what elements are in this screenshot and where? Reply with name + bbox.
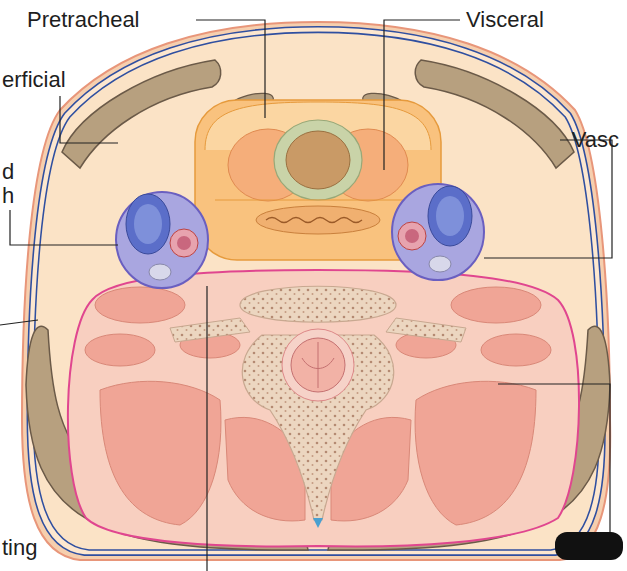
visceral-compartment (286, 131, 350, 189)
prevertebral-compartment (85, 334, 155, 366)
structure-label: Pretracheal (27, 8, 140, 32)
redacted-label (555, 532, 623, 560)
leader-line (10, 210, 118, 245)
prevertebral-compartment (240, 286, 396, 322)
carotid-sheath (149, 264, 171, 280)
prevertebral-compartment (68, 270, 579, 546)
prevertebral-compartment (100, 381, 221, 525)
structure-label: d h (2, 160, 18, 208)
visceral-compartment (274, 120, 362, 200)
investing-fascia (33, 32, 599, 550)
visceral-compartment (195, 100, 441, 260)
prevertebral-compartment (85, 287, 551, 525)
carotid-sheath (405, 229, 419, 243)
carotid-sheath (116, 184, 484, 288)
leader-line (0, 20, 612, 571)
visceral-compartment (195, 100, 441, 260)
prevertebral-compartment (291, 338, 345, 392)
carotid-sheath (170, 229, 198, 257)
carotid-sheath (392, 184, 484, 280)
carotid-sheath (177, 236, 191, 250)
prevertebral-compartment (415, 381, 536, 525)
leader-line (384, 20, 460, 170)
carotid-sheath (428, 186, 472, 246)
leader-line (206, 286, 207, 571)
leader-line (498, 384, 610, 532)
carotid-sheath (134, 204, 162, 244)
leader-line (60, 96, 118, 143)
carotid-sheath (126, 194, 170, 254)
prevertebral-compartment (282, 329, 354, 401)
visceral-compartment (256, 206, 380, 234)
leader-line (196, 20, 265, 118)
leader-line (0, 320, 38, 325)
structure-label: Visceral (466, 8, 544, 32)
prevertebral-compartment (302, 342, 334, 388)
visceral-compartment (266, 218, 362, 223)
prevertebral-compartment (242, 335, 393, 520)
carotid-sheath (429, 256, 451, 272)
leader-line (484, 140, 612, 258)
structure-label: ting (2, 536, 37, 560)
skin-outline (22, 22, 610, 560)
carotid-sheath (116, 192, 208, 288)
visceral-compartment (215, 200, 421, 201)
prevertebral-compartment (481, 334, 551, 366)
prevertebral-compartment (451, 287, 541, 323)
prevertebral-compartment (95, 287, 185, 323)
structure-label: Vasc (572, 128, 619, 152)
carotid-sheath (436, 196, 464, 236)
carotid-sheath (398, 222, 426, 250)
prevertebral-compartment (313, 518, 323, 528)
structure-label: erficial (2, 68, 66, 92)
prevertebral-compartment (68, 270, 579, 546)
superficial-fascia (27, 27, 605, 555)
